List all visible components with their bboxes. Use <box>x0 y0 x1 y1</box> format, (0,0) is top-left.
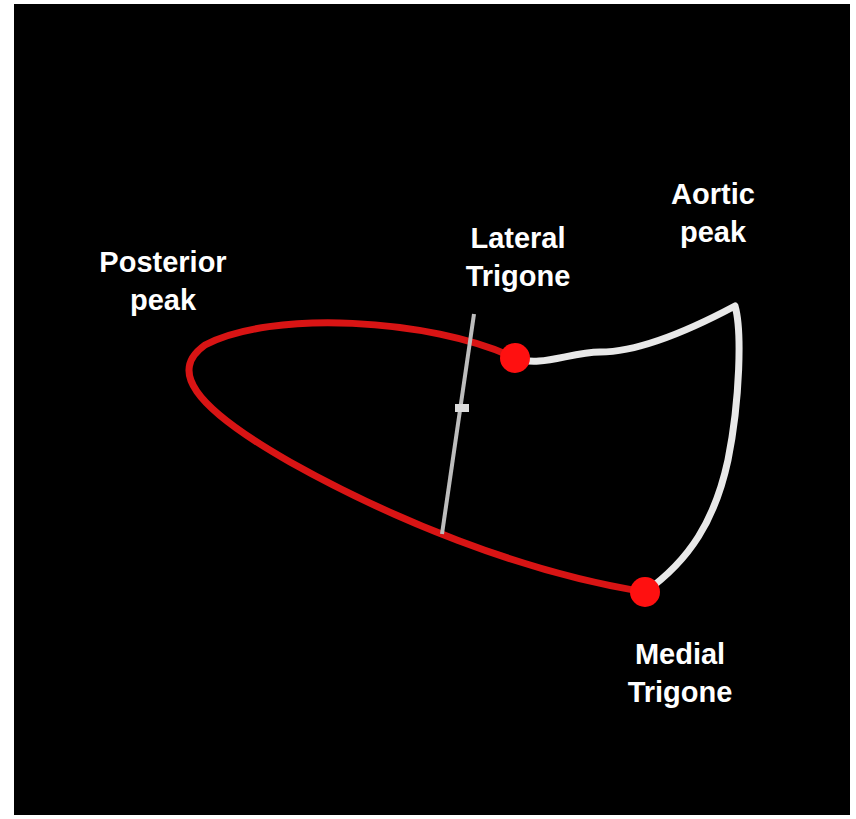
lateral-trigone-dot <box>500 343 530 373</box>
trigone-label: Lateral Trigone <box>448 220 588 295</box>
needle-knob <box>455 404 469 412</box>
anterior-annulus <box>515 306 739 592</box>
black-ground <box>14 4 850 815</box>
needle-line <box>442 314 474 534</box>
posterior-annulus <box>189 323 645 592</box>
peak-label: Posterior peak <box>78 244 248 319</box>
medial-trigone-dot <box>630 577 660 607</box>
trigone-label: Medial Trigone <box>610 636 750 711</box>
peak-label: Aortic peak <box>653 176 773 251</box>
